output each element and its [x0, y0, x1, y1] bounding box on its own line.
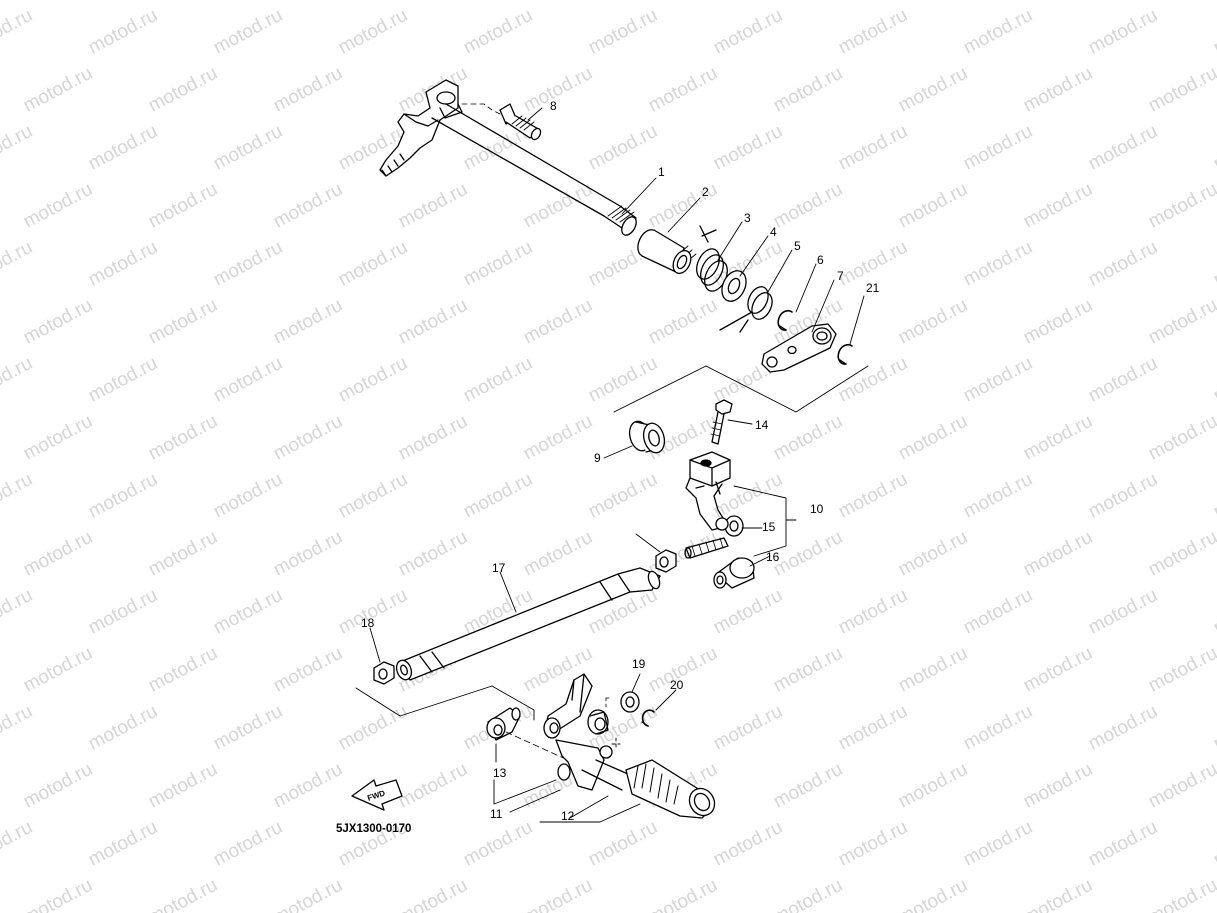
- callout-label: 6: [817, 253, 824, 267]
- callout-label: 11: [490, 807, 503, 821]
- part-12-joint: [486, 707, 521, 741]
- part-17-rod: [395, 567, 661, 681]
- leader-dashed: [461, 103, 501, 115]
- callout-label: 16: [766, 550, 780, 564]
- part-18-nut: [373, 661, 395, 685]
- callout-label: 14: [755, 418, 769, 432]
- part-5-spring: [719, 286, 773, 333]
- callout-label: 4: [770, 225, 777, 239]
- part-16-joint: [713, 557, 755, 589]
- part-7-spring: [696, 225, 728, 292]
- callout-label: 3: [744, 211, 751, 225]
- part-4-lever: [761, 323, 837, 373]
- part-2-collar: [637, 229, 697, 275]
- callout-label: 10: [810, 502, 824, 516]
- assembly-bracket-upper: [613, 365, 869, 413]
- part-14-arm: [685, 451, 744, 537]
- part-6-washer: [721, 270, 747, 302]
- part-13-bolt: [710, 399, 733, 445]
- bracket-14: [733, 485, 797, 557]
- part-20-washer: [620, 691, 640, 713]
- part-9-bearing: [628, 420, 666, 454]
- part-11-shift-pedal: [543, 673, 629, 791]
- shift-shaft: [379, 79, 637, 236]
- callout-label: 5: [794, 239, 801, 253]
- part-3-circlip-upper: [777, 309, 793, 331]
- part-19-nut: [655, 549, 677, 573]
- callout-label: 18: [361, 616, 375, 630]
- callout-label: 15: [762, 520, 776, 534]
- part-15-bolt: [684, 537, 729, 559]
- callout-label: 8: [550, 99, 557, 113]
- fwd-arrow-icon: FWD: [351, 779, 403, 811]
- callout-label: 17: [492, 561, 506, 575]
- callout-label: 19: [632, 657, 646, 671]
- callout-label: 7: [837, 269, 844, 283]
- callout-label: 13: [493, 766, 507, 780]
- callout-leaders: [369, 107, 865, 823]
- callout-label: 1: [658, 165, 665, 179]
- callout-label: 9: [594, 451, 601, 465]
- part-3-circlip-lower: [837, 343, 853, 365]
- diagram-code: 5JX1300-0170: [336, 823, 411, 835]
- callout-label: 20: [670, 678, 684, 692]
- assembly-bracket-lower: [355, 685, 535, 721]
- leader-dashed: [505, 731, 591, 771]
- callout-label: 2: [702, 185, 709, 199]
- footpeg-rubber: [625, 759, 716, 819]
- callout-label: 21: [866, 281, 880, 295]
- part-21-clip: [641, 709, 655, 727]
- part-8-stud: [499, 103, 542, 141]
- callout-label: 12: [561, 809, 575, 823]
